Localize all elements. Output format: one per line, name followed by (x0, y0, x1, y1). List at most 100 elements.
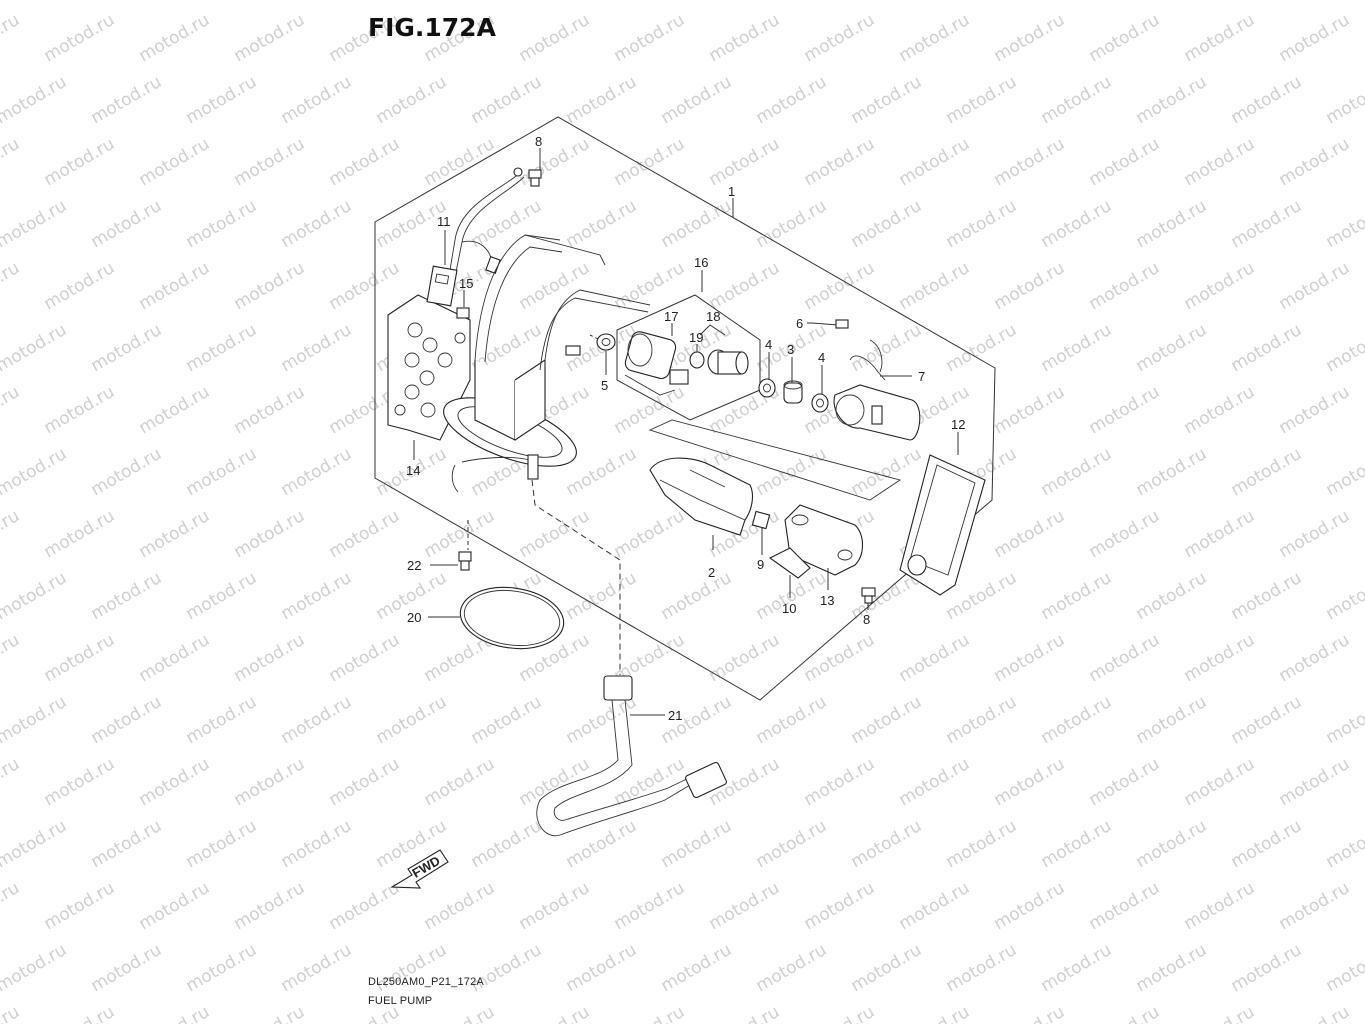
watermark-text: motod.ru (706, 630, 784, 686)
watermark-text: motod.ru (1181, 754, 1259, 810)
watermark-text: motod.ru (1133, 320, 1211, 376)
part-12-plate[interactable] (899, 454, 986, 596)
watermark-text: motod.ru (278, 320, 356, 376)
watermark-text: motod.ru (706, 878, 784, 934)
part-9-clip[interactable] (751, 510, 771, 530)
callout-21[interactable]: 21 (668, 708, 682, 723)
watermark-text: motod.ru (468, 72, 546, 128)
callout-16[interactable]: 16 (694, 255, 708, 270)
part-21-fuel-hose[interactable] (536, 675, 728, 837)
footer-name: FUEL PUMP (368, 995, 432, 1007)
watermark-text: motod.ru (278, 0, 356, 4)
part-3-grommet[interactable] (783, 380, 803, 404)
part-18-filter[interactable] (707, 349, 749, 375)
callout-4-right[interactable]: 4 (818, 350, 825, 365)
watermark-text: motod.ru (231, 630, 309, 686)
watermark-text: motod.ru (1133, 444, 1211, 500)
watermark-text: motod.ru (278, 444, 356, 500)
callout-6[interactable]: 6 (796, 316, 803, 331)
watermark-text: motod.ru (0, 0, 70, 4)
watermark-text: motod.ru (1133, 0, 1211, 4)
callout-19[interactable]: 19 (689, 330, 703, 345)
watermark-text: motod.ru (1181, 878, 1259, 934)
watermark-text: motod.ru (1181, 506, 1259, 562)
callout-3[interactable]: 3 (787, 342, 794, 357)
watermark-text: motod.ru (373, 692, 451, 748)
part-8-bolt-top[interactable] (528, 169, 542, 187)
watermark-text: motod.ru (41, 630, 119, 686)
part-17-pump[interactable] (624, 330, 689, 396)
watermark-text: motod.ru (88, 568, 166, 624)
watermark-text: motod.ru (41, 1002, 119, 1024)
watermark-text: motod.ru (1086, 258, 1164, 314)
callout-18[interactable]: 18 (706, 309, 720, 324)
part-7-level-unit[interactable] (833, 339, 921, 441)
watermark-text: motod.ru (421, 134, 499, 190)
watermark-text: motod.ru (848, 196, 926, 252)
watermark-text: motod.ru (706, 134, 784, 190)
leader-dashed (467, 334, 621, 675)
watermark-text: motod.ru (1181, 10, 1259, 66)
watermark-text: motod.ru (991, 134, 1069, 190)
part-5-washer[interactable] (596, 333, 616, 351)
watermark-text: motod.ru (421, 754, 499, 810)
watermark-text: motod.ru (753, 196, 831, 252)
part-19-o-ring[interactable] (689, 351, 705, 369)
part-10-cushion[interactable] (768, 547, 811, 579)
callout-8-top[interactable]: 8 (535, 134, 542, 149)
watermark-text: motod.ru (41, 754, 119, 810)
watermark-text: motod.ru (41, 382, 119, 438)
part-4-washer-left[interactable] (758, 378, 776, 398)
callout-5[interactable]: 5 (601, 378, 608, 393)
callout-11[interactable]: 11 (437, 214, 451, 229)
callout-12[interactable]: 12 (951, 417, 965, 432)
part-15-bolt[interactable] (456, 307, 470, 319)
callout-22[interactable]: 22 (407, 558, 421, 573)
watermark-text: motod.ru (1323, 0, 1365, 4)
watermark-text: motod.ru (943, 196, 1021, 252)
callout-13[interactable]: 13 (820, 593, 834, 608)
watermark-text: motod.ru (1086, 754, 1164, 810)
watermark-text: motod.ru (0, 506, 23, 562)
callout-20[interactable]: 20 (407, 610, 421, 625)
watermark-text: motod.ru (231, 506, 309, 562)
callout-9[interactable]: 9 (757, 557, 764, 572)
watermark-text: motod.ru (1276, 134, 1354, 190)
part-11-harness[interactable] (426, 167, 525, 307)
watermark-text: motod.ru (658, 568, 736, 624)
callout-2[interactable]: 2 (708, 565, 715, 580)
part-20-o-ring[interactable] (456, 581, 567, 655)
watermark-text: motod.ru (1276, 382, 1354, 438)
watermark-text: motod.ru (991, 630, 1069, 686)
callout-10[interactable]: 10 (782, 601, 796, 616)
watermark-text: motod.ru (231, 382, 309, 438)
watermark-text: motod.ru (1228, 816, 1306, 872)
part-13-holder[interactable] (784, 504, 864, 576)
watermark-text: motod.ru (0, 72, 70, 128)
callout-15[interactable]: 15 (459, 276, 473, 291)
watermark-text: motod.ru (1228, 72, 1306, 128)
watermark-text: motod.ru (231, 134, 309, 190)
watermark-text: motod.ru (1038, 940, 1116, 996)
pump-frame[interactable] (435, 234, 651, 493)
watermark-text: motod.ru (0, 816, 70, 872)
watermark-text: motod.ru (468, 0, 546, 4)
watermark-text: motod.ru (1086, 382, 1164, 438)
part-6-lead-wire[interactable] (811, 319, 849, 329)
callout-8-bottom[interactable]: 8 (863, 612, 870, 627)
watermark-text: motod.ru (1181, 134, 1259, 190)
watermark-text: motod.ru (848, 444, 926, 500)
callout-14[interactable]: 14 (406, 463, 420, 478)
callout-1[interactable]: 1 (728, 184, 735, 199)
watermark-text: motod.ru (563, 72, 641, 128)
callout-4-left[interactable]: 4 (765, 337, 772, 352)
watermark-text: motod.ru (611, 506, 689, 562)
watermark-text: motod.ru (1133, 196, 1211, 252)
watermark-text: motod.ru (183, 0, 261, 4)
part-2-filter-cup[interactable] (649, 457, 754, 536)
watermark-text: motod.ru (88, 444, 166, 500)
callout-7[interactable]: 7 (918, 369, 925, 384)
part-22-bolt[interactable] (458, 551, 472, 571)
part-4-washer-right[interactable] (811, 393, 829, 413)
callout-17[interactable]: 17 (664, 309, 678, 324)
